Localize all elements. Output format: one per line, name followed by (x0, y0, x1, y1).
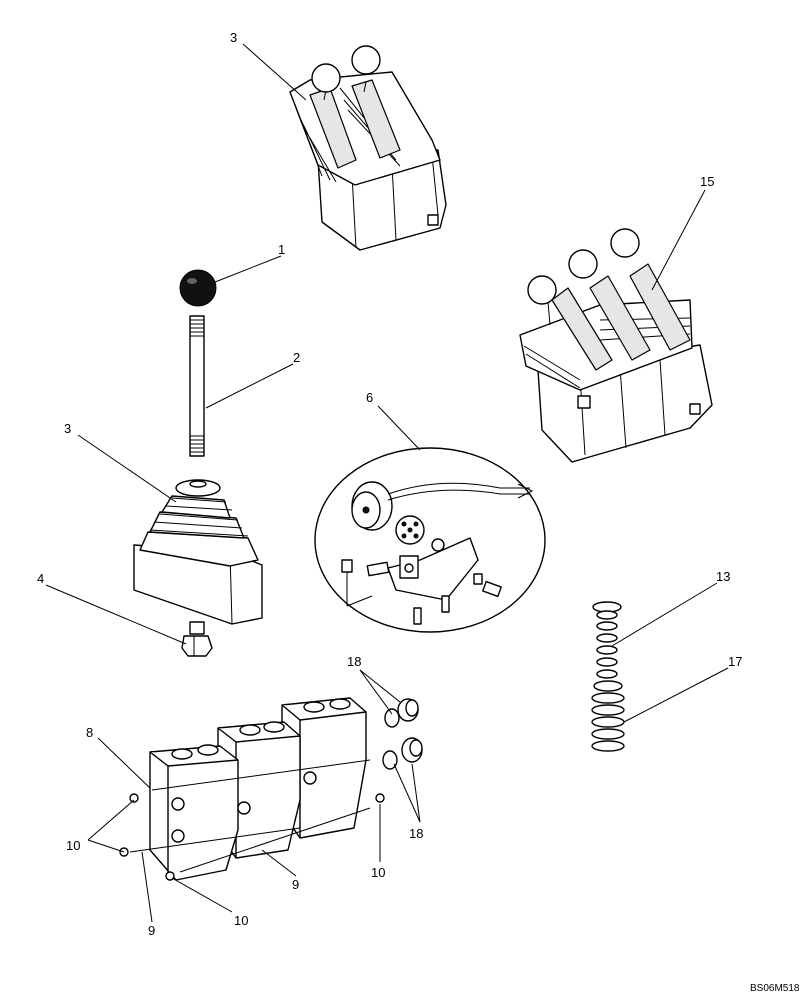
spring-part (591, 680, 625, 752)
callout-9-center: 9 (292, 877, 299, 892)
callout-13: 13 (716, 569, 730, 584)
drawing-code: BS06M518 (750, 983, 800, 994)
callout-labels: 3 15 1 2 3 6 4 13 18 17 8 18 10 9 10 9 1… (37, 30, 742, 938)
callout-18-top: 18 (347, 654, 361, 669)
triple-lever-valve-assembly (519, 228, 713, 463)
spring-seat-part (592, 601, 622, 679)
callout-10-left: 10 (66, 838, 80, 853)
callout-10-bottom: 10 (234, 913, 248, 928)
detail-bubble-part-6 (314, 447, 546, 633)
callout-10-right: 10 (371, 865, 385, 880)
callout-2: 2 (293, 350, 300, 365)
nut-part (181, 635, 213, 657)
callout-9-left: 9 (148, 923, 155, 938)
plug-and-washer-parts (382, 698, 423, 770)
callout-3-middle: 3 (64, 421, 71, 436)
callout-4: 4 (37, 571, 44, 586)
single-lever-housing-part (133, 479, 263, 635)
valve-bank-assembly (119, 697, 385, 881)
callout-17: 17 (728, 654, 742, 669)
callout-6: 6 (366, 390, 373, 405)
callout-3-top: 3 (230, 30, 237, 45)
callout-15: 15 (700, 174, 714, 189)
leader-lines (45, 43, 729, 923)
callout-8: 8 (86, 725, 93, 740)
double-lever-valve-assembly (289, 45, 447, 251)
callout-18-right: 18 (409, 826, 423, 841)
knob-part (179, 269, 217, 307)
lever-rod-part (189, 315, 205, 457)
callout-1: 1 (278, 242, 285, 257)
